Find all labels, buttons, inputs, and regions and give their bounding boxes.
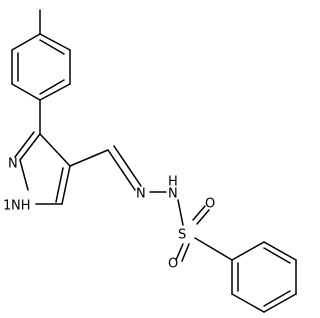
bond-phenyl-5 [231, 293, 265, 313]
bonds [11, 9, 297, 313]
atom-h-pyrazole-prefix: 1 [3, 199, 11, 214]
bond-nh-s [177, 199, 184, 226]
bond-s-o2-double [181, 243, 190, 262]
bond-toluene-4 [39, 83, 71, 101]
bond-s-phenyl [194, 237, 233, 261]
bond-pyrazole-n2-n1 [19, 159, 29, 191]
bond-s-o1 [192, 205, 206, 221]
atom-n-hydrazone: N [136, 187, 146, 202]
atom-nh-hydrazone: N [168, 187, 178, 202]
bond-pyrazole-c5-c4 [61, 165, 71, 205]
bond-toluene-double-3 [39, 79, 65, 95]
bond-methine-imine-double [113, 145, 142, 187]
bond-pyrazole-c4-c3 [39, 133, 71, 167]
bond-s-o2 [175, 243, 184, 261]
bond-phenyl-2 [263, 241, 297, 261]
bond-toluene-6 [39, 33, 71, 51]
bond-toluene-1 [11, 33, 41, 51]
atom-h-hydrazone: H [168, 175, 178, 190]
bond-phenyl-double-2 [263, 290, 291, 307]
molecule-structure: N NH 1 N H N S O O [3, 9, 297, 313]
bond-pyrazole-c3-n2 [19, 133, 41, 161]
bond-phenyl-4 [263, 293, 297, 313]
bond-phenyl-1 [231, 241, 265, 261]
bond-pyrazole-c3-n2-double [14, 131, 35, 158]
bond-phenyl-double-1 [263, 247, 291, 264]
bond-c4-methine [69, 149, 109, 167]
atom-labels: N NH 1 N H N S O O [3, 157, 215, 272]
bond-toluene-double-1 [39, 39, 65, 55]
atom-o-sulfonyl-1: O [205, 197, 215, 212]
atom-nh-pyrazole: NH [11, 199, 31, 214]
atom-o-sulfonyl-2: O [168, 257, 178, 272]
bond-toluene-3 [11, 83, 41, 101]
bond-methine-imine [107, 149, 136, 191]
bond-pyrazole-c5-c4-double [55, 167, 64, 203]
atom-s-sulfonyl: S [178, 228, 186, 243]
bond-s-o1-double [196, 209, 210, 225]
atom-n-pyrazole: N [8, 157, 18, 172]
